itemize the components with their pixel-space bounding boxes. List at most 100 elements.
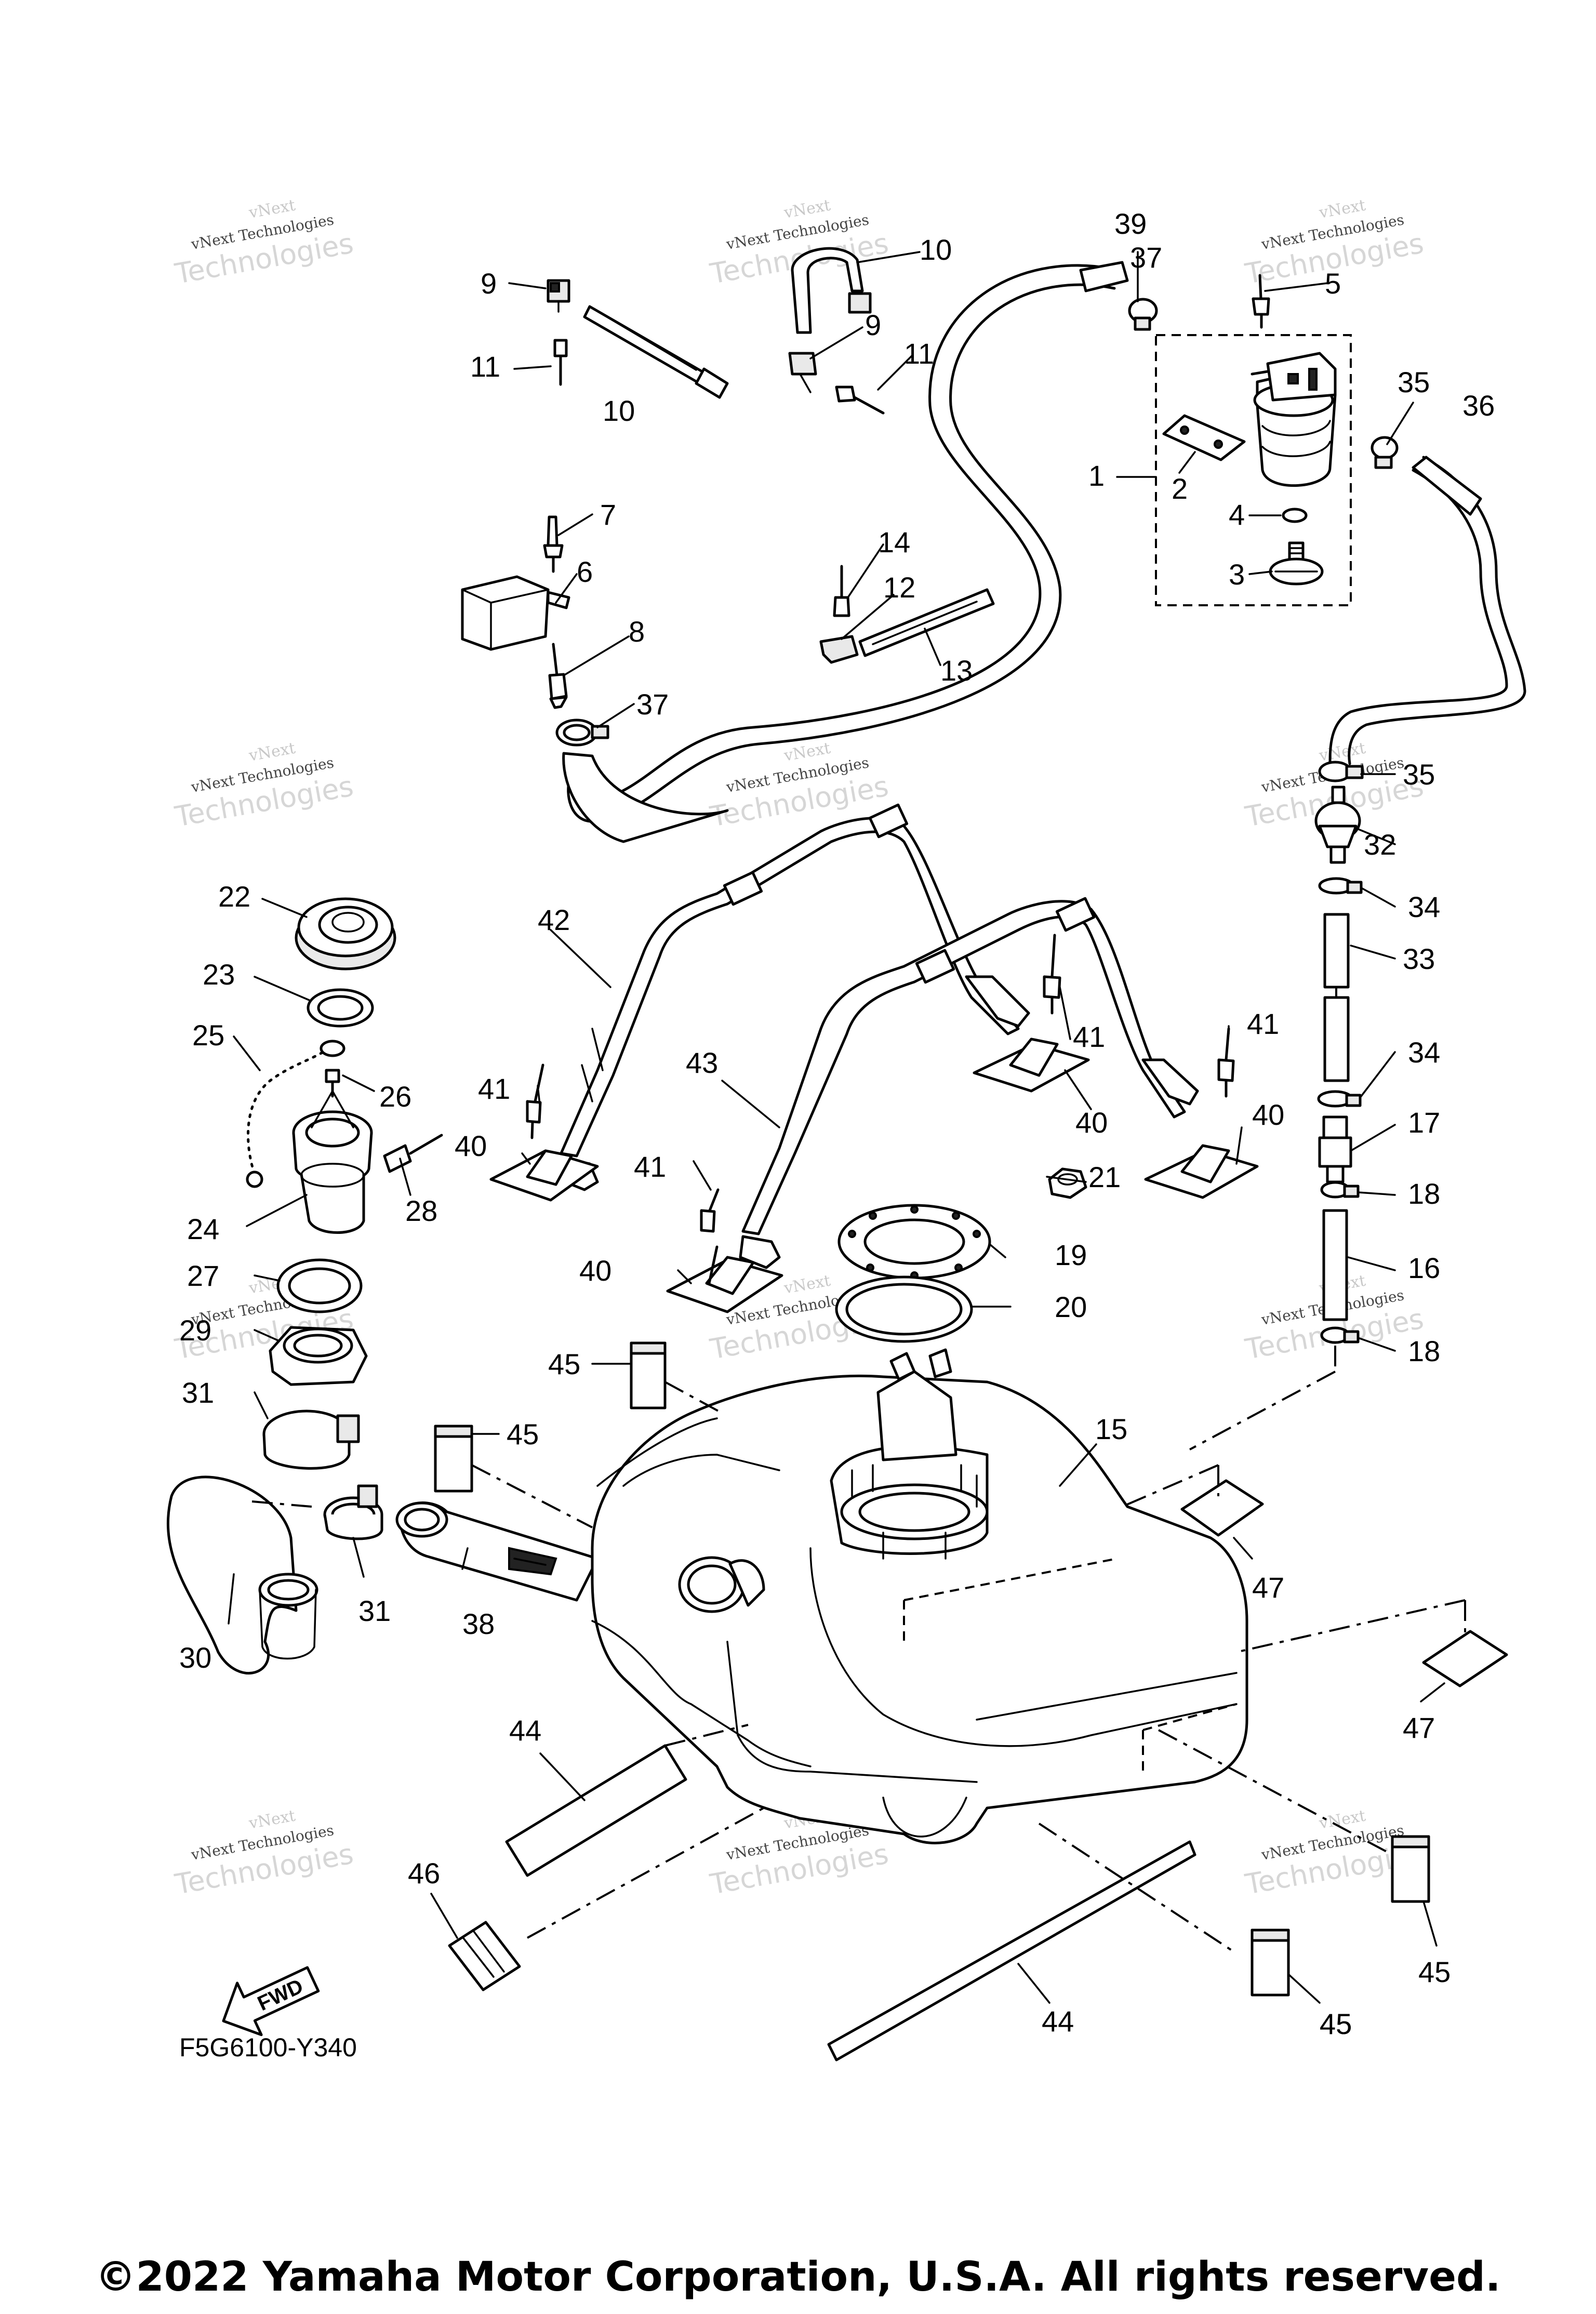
nut-29 <box>269 1326 368 1386</box>
cable-tie-10-center <box>791 247 864 334</box>
pad-44-left <box>505 1744 687 1877</box>
fuel-hoses <box>562 261 1526 843</box>
callout-labels: 1 2 3 4 5 6 7 8 9 9 10 10 11 11 12 13 14… <box>179 207 1495 2040</box>
screw-5 <box>1252 274 1270 329</box>
copyright-notice: ©2022 Yamaha Motor Corporation, U.S.A. A… <box>95 2254 1501 2300</box>
mount-40-center <box>666 1256 783 1313</box>
callout-label: 44 <box>1042 2005 1074 2038</box>
pad-45-left <box>434 1425 473 1493</box>
vent-line-parts <box>1189 761 1364 1451</box>
rivet-11-left <box>553 339 568 386</box>
clamp-34-upper <box>1318 877 1363 895</box>
rivet-28 <box>383 1134 443 1173</box>
cable-tie-group-12-13-14 <box>819 565 995 664</box>
callout-label: 39 <box>1114 207 1147 240</box>
callout-label: 40 <box>579 1254 611 1287</box>
joint-17 <box>1318 1115 1352 1183</box>
callout-label: 41 <box>478 1072 510 1105</box>
o-ring-4 <box>1282 508 1308 523</box>
clamp-35-upper <box>1371 436 1399 469</box>
callout-label: 27 <box>187 1259 219 1292</box>
callout-label: 37 <box>1130 241 1162 274</box>
callout-label: 35 <box>1398 366 1430 398</box>
gasket-20 <box>835 1275 973 1343</box>
callout-label: 25 <box>192 1019 224 1052</box>
callout-label: 45 <box>548 1348 580 1380</box>
clamp-18-upper <box>1320 1181 1360 1199</box>
filler-neck-parts <box>166 897 599 1674</box>
pad-46 <box>448 1921 521 1991</box>
callout-label: 42 <box>538 903 570 936</box>
callout-label: 26 <box>379 1080 411 1113</box>
clamp-37-lower <box>555 719 609 747</box>
callout-label: 37 <box>636 688 669 721</box>
callout-label: 32 <box>1364 828 1396 861</box>
callout-label: 33 <box>1403 942 1435 975</box>
callout-label: 7 <box>600 498 616 531</box>
pads-group <box>434 1341 1508 2062</box>
callout-label: 44 <box>509 1714 541 1747</box>
callout-label: 30 <box>179 1641 211 1674</box>
callout-label: 31 <box>358 1594 391 1627</box>
filler-neck-24 <box>292 1089 373 1234</box>
mount-40-right-top <box>973 1038 1090 1093</box>
nut-21 <box>1048 1167 1087 1199</box>
pad-44-right <box>827 1840 1196 2062</box>
callout-label: 4 <box>1229 498 1245 531</box>
callout-label: 34 <box>1408 1036 1440 1069</box>
rivet-11-center <box>835 385 885 415</box>
pad-45-top <box>630 1341 667 1409</box>
callout-label: 40 <box>1252 1098 1284 1131</box>
callout-label: 41 <box>1073 1020 1105 1053</box>
watermark: vNext vNext Technologies Technologies <box>172 196 356 290</box>
fwd-arrow-icon: FWD <box>222 1966 320 2037</box>
callout-label: 41 <box>1247 1007 1279 1040</box>
drain-plug-3 <box>1269 541 1324 586</box>
clip-9-center <box>788 352 817 376</box>
screw-14 <box>833 565 850 617</box>
callout-label: 28 <box>405 1194 437 1227</box>
callout-label: 10 <box>920 233 952 266</box>
screw-26 <box>325 1069 340 1098</box>
callout-label: 21 <box>1088 1161 1121 1193</box>
callout-label: 40 <box>455 1129 487 1162</box>
mount-40-left <box>489 1149 599 1202</box>
callout-label: 6 <box>577 555 593 588</box>
chain-25 <box>246 1040 345 1188</box>
callout-label: 47 <box>1252 1571 1284 1604</box>
hose-33 <box>1323 913 1350 989</box>
cable-ties-group-left <box>547 279 729 399</box>
callout-label: 5 <box>1325 267 1341 300</box>
callout-label: 16 <box>1408 1252 1440 1284</box>
fuel-cup-assembly-6 <box>461 515 609 747</box>
pad-47-top <box>1180 1479 1264 1537</box>
callout-label: 45 <box>1418 1956 1451 1988</box>
callout-label: 22 <box>218 880 250 913</box>
clamp-34-lower <box>1317 1090 1362 1108</box>
gasket-27 <box>276 1258 363 1313</box>
filler-pipe-38 <box>395 1501 599 1602</box>
callout-label: 11 <box>470 350 500 383</box>
bracket-2 <box>1162 414 1246 461</box>
clamp-37-upper <box>1128 298 1158 331</box>
flange-ring-19 <box>837 1204 991 1280</box>
callout-label: 46 <box>408 1857 440 1890</box>
filler-hose-30 <box>166 1475 318 1674</box>
callout-label: 35 <box>1403 758 1435 791</box>
callout-label: 31 <box>182 1376 214 1409</box>
tank-straps <box>489 803 1259 1313</box>
mount-40-right <box>1144 1144 1259 1199</box>
callout-label: 29 <box>179 1314 211 1347</box>
pad-45-lower-center <box>1251 1929 1290 1997</box>
screw-8 <box>548 643 568 709</box>
rivet-41-right-top <box>1043 934 1061 1015</box>
callout-label: 3 <box>1229 558 1245 591</box>
callout-label: 24 <box>187 1213 219 1245</box>
callout-label: 8 <box>629 615 645 648</box>
callout-label: 19 <box>1055 1239 1087 1271</box>
hose-39 <box>574 264 1116 804</box>
fuel-filter-assembly-1 <box>1128 274 1399 606</box>
callout-label: 45 <box>1320 2007 1352 2040</box>
callout-label: 41 <box>634 1150 666 1183</box>
